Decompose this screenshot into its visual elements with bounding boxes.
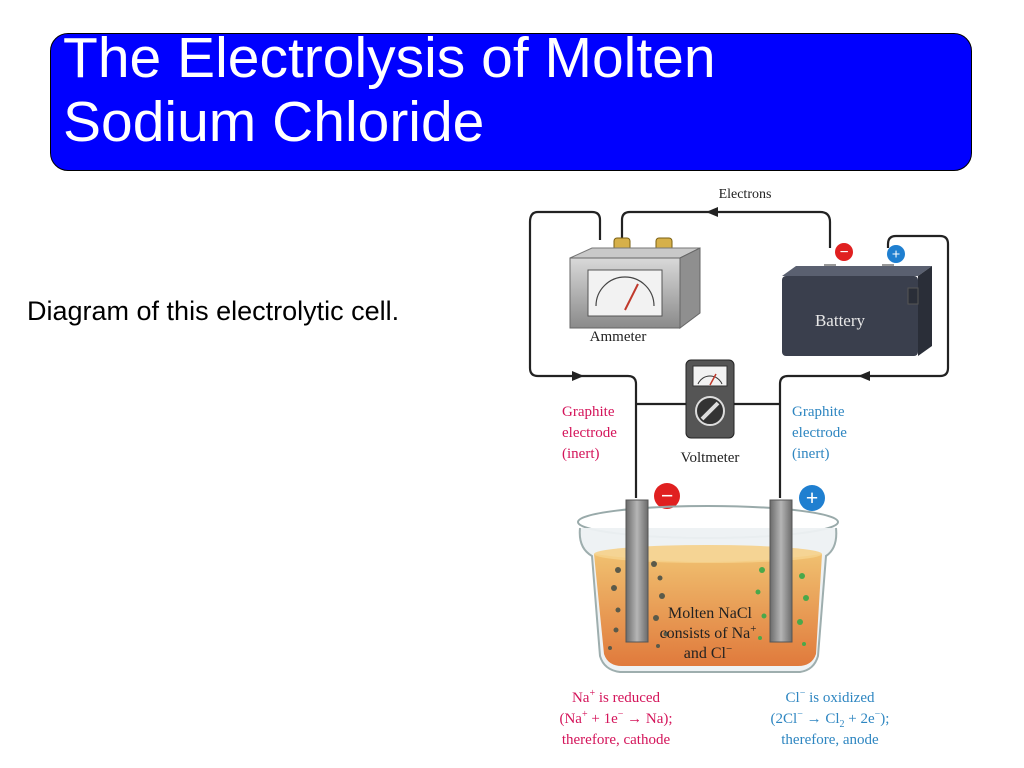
svg-text:(Na+ + 1e− → Na);: (Na+ + 1e− → Na); [559, 709, 672, 727]
anode-plus-badge [799, 485, 825, 511]
svg-text:Graphite: Graphite [792, 404, 845, 420]
svg-text:Na+ is reduced: Na+ is reduced [572, 688, 661, 706]
melt-line-2: consists of Na+ [660, 623, 757, 642]
svg-text:therefore, cathode: therefore, cathode [562, 732, 671, 748]
melt-line-3: and Cl− [684, 643, 732, 662]
electrons-label: Electrons [719, 187, 772, 202]
circuit-wires [528, 210, 950, 498]
svg-text:(inert): (inert) [562, 446, 599, 462]
cathode-minus-badge [654, 483, 680, 509]
chlorine-bubbles [755, 567, 809, 646]
title-banner: The Electrolysis of Molten Sodium Chlori… [50, 33, 972, 171]
left-electrode-label: Graphite electrode (inert) [562, 404, 617, 462]
slide-subtitle: Diagram of this electrolytic cell. [27, 296, 400, 326]
svg-text:electrode: electrode [562, 425, 617, 441]
cathode-rod [625, 499, 649, 643]
battery-plus-badge [887, 245, 905, 263]
svg-text:Graphite: Graphite [562, 404, 615, 420]
title-line-2: Sodium Chloride [63, 90, 485, 154]
svg-text:(inert): (inert) [792, 446, 829, 462]
svg-text:(2Cl− → Cl2 + 2e−);: (2Cl− → Cl2 + 2e−); [771, 709, 890, 730]
arrow-left [572, 371, 584, 381]
arrow-top [706, 207, 718, 217]
voltmeter-label: Voltmeter [681, 450, 740, 466]
svg-text:electrode: electrode [792, 425, 847, 441]
battery-minus-badge [835, 243, 853, 261]
right-electrode-label: Graphite electrode (inert) [792, 404, 847, 462]
molten-nacl [594, 554, 822, 666]
ammeter-label: Ammeter [590, 329, 647, 345]
ammeter-needle [624, 283, 639, 311]
arrow-right [858, 371, 870, 381]
anode-rod [769, 499, 793, 643]
battery: − + [782, 243, 932, 356]
melt-label: Molten NaCl consists of Na+ and Cl− [660, 605, 757, 662]
battery-label: Battery [815, 311, 866, 330]
title-line-1: The Electrolysis of Molten [63, 33, 716, 90]
sodium-deposits [608, 561, 669, 650]
battery-plus-sign: + [892, 247, 901, 263]
svg-text:Cl− is oxidized: Cl− is oxidized [786, 688, 875, 706]
anode-note: Cl− is oxidized (2Cl− → Cl2 + 2e−); ther… [771, 688, 890, 748]
ammeter [569, 237, 701, 329]
svg-text:therefore, anode: therefore, anode [781, 732, 879, 748]
voltmeter [685, 359, 735, 439]
electrolytic-cell-diagram: Electrons Ammeter − + Battery Voltmeter [528, 187, 950, 748]
electron-flow-arrows [572, 207, 870, 381]
cathode-note: Na+ is reduced (Na+ + 1e− → Na); therefo… [559, 688, 672, 748]
cathode-minus-sign: − [661, 483, 674, 508]
battery-minus-sign: − [839, 244, 848, 261]
svg-text:Molten NaCl: Molten NaCl [668, 605, 753, 622]
slide-title: The Electrolysis of Molten Sodium Chlori… [63, 33, 943, 154]
anode-plus-sign: + [806, 485, 819, 510]
